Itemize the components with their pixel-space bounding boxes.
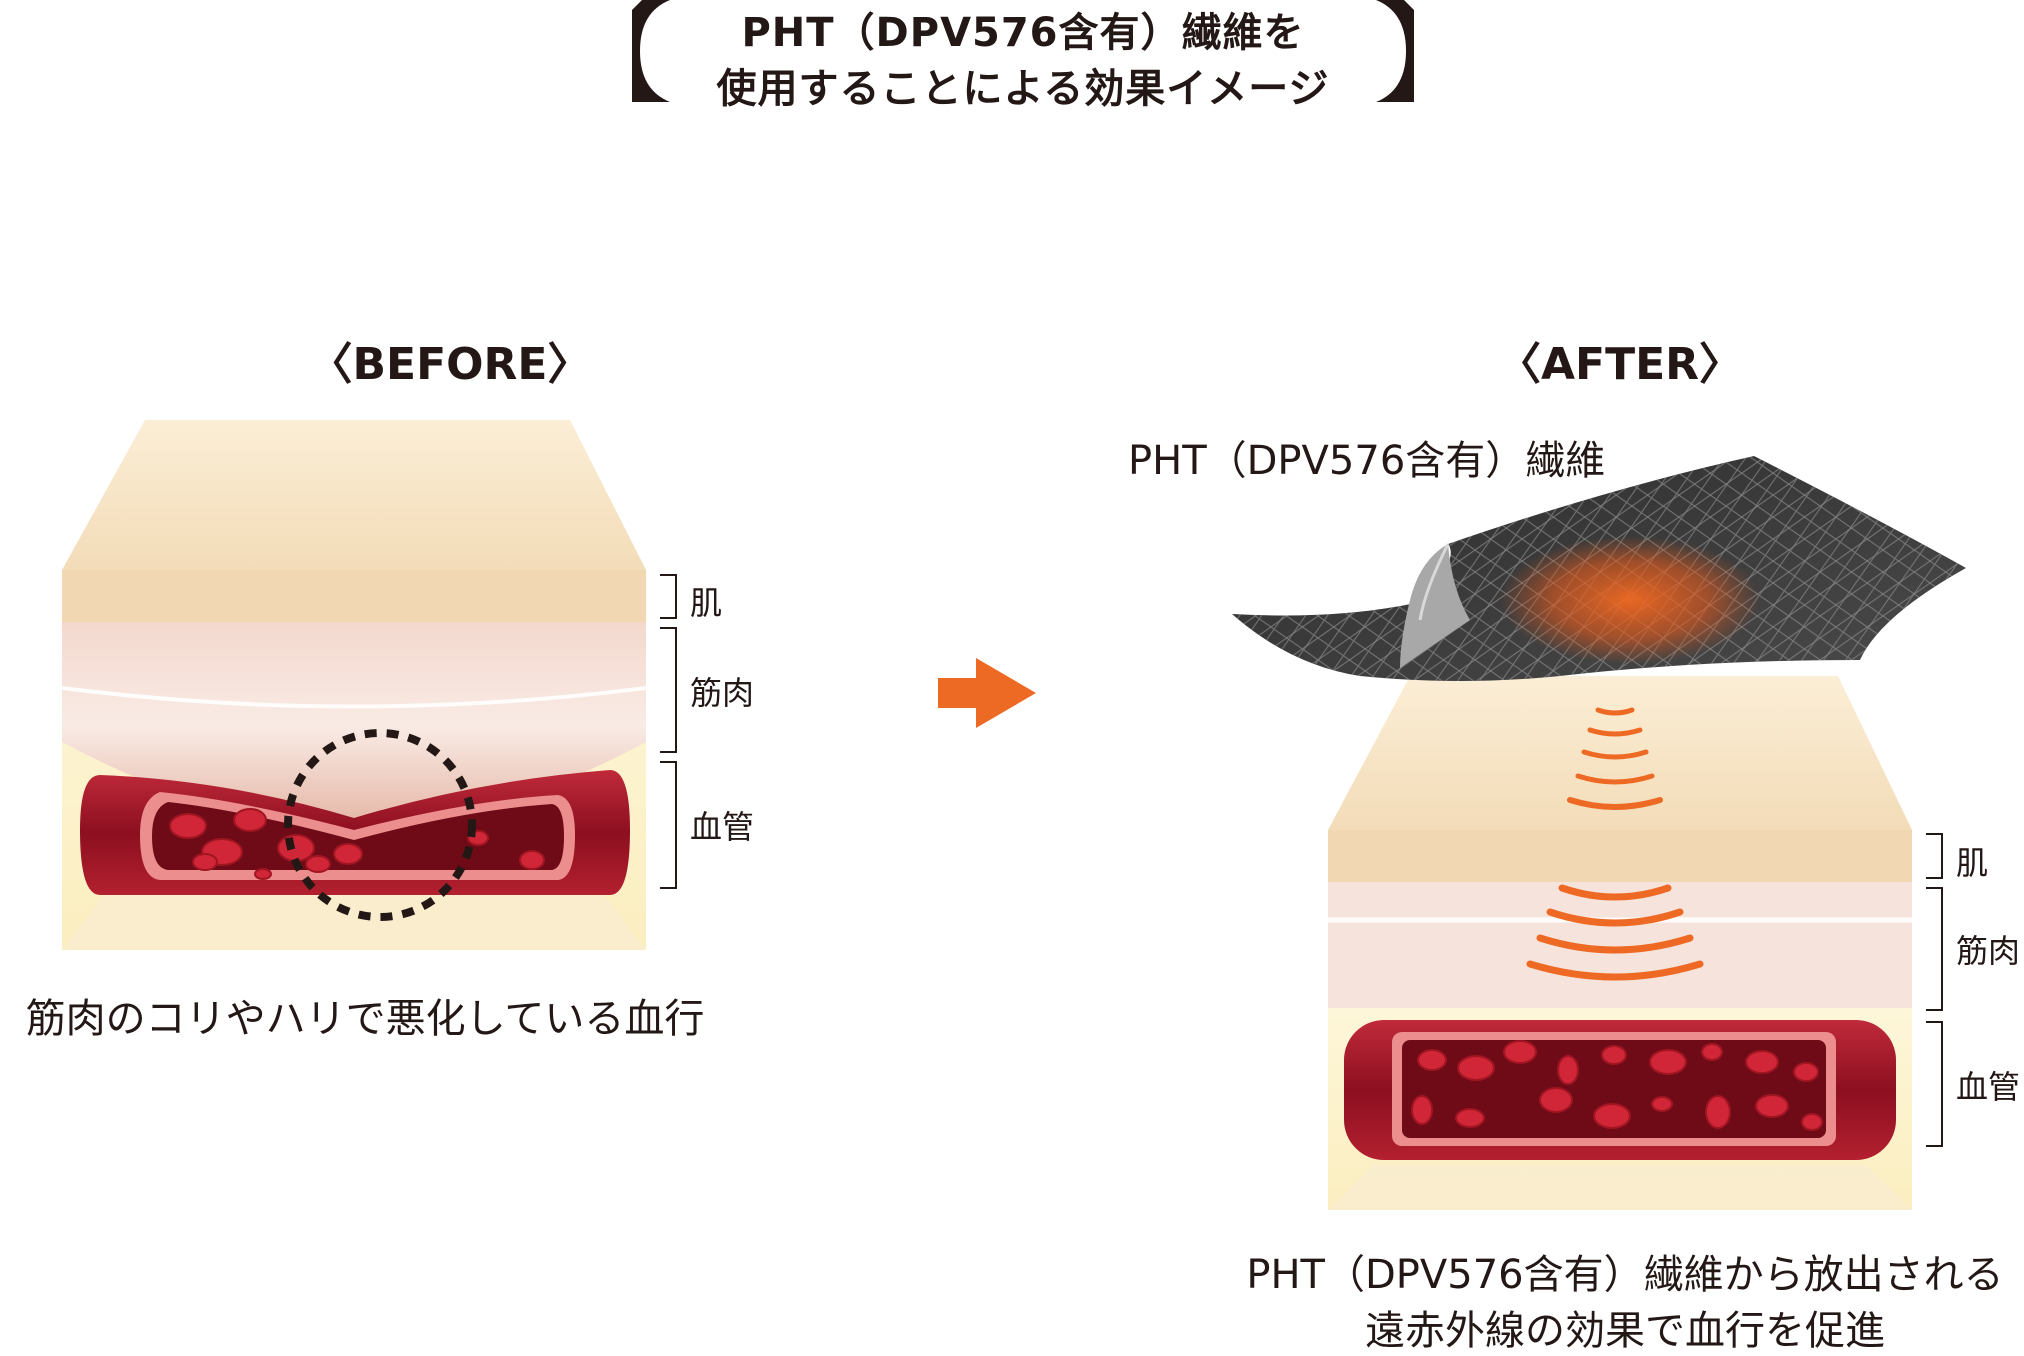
before-label-skin: 肌	[690, 578, 722, 624]
transition-arrow	[938, 658, 1036, 728]
before-tissue-block	[62, 420, 646, 950]
fiber-sheet	[1232, 456, 1966, 681]
after-label-vessel: 血管	[1956, 1062, 2020, 1108]
after-label-muscle: 筋肉	[1956, 926, 2020, 972]
before-caption: 筋肉のコリやハリで悪化している血行	[0, 986, 730, 1044]
after-heading: 〈AFTER〉	[1360, 328, 1880, 392]
after-caption-line-2: 遠赤外線の効果で血行を促進	[1230, 1298, 2020, 1356]
after-blood-vessel	[1344, 1020, 1896, 1160]
after-caption-line-1: PHT（DPV576含有）繊維から放出される	[1230, 1242, 2020, 1300]
before-label-vessel: 血管	[690, 802, 754, 848]
fiber-label: PHT（DPV576含有）繊維	[1128, 428, 1605, 486]
before-layer-brackets	[660, 575, 676, 888]
after-layer-brackets	[1926, 834, 1942, 1146]
after-label-skin: 肌	[1956, 838, 1988, 884]
before-label-muscle: 筋肉	[690, 668, 754, 714]
